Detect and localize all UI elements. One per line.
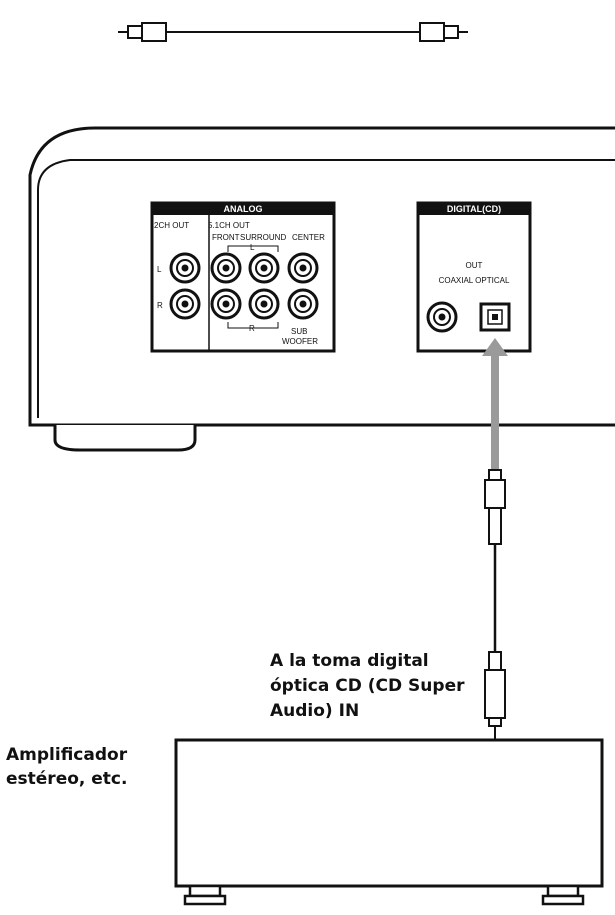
analog-center-label: CENTER (292, 233, 325, 242)
analog-2ch-label: 2CH OUT (154, 221, 189, 230)
analog-row-r: R (157, 301, 163, 310)
analog-woofer-label: WOOFER (282, 337, 318, 346)
rca-jack (169, 288, 201, 320)
digital-panel: DIGITAL(CD) OUT COAXIAL OPTICAL (416, 201, 532, 353)
rca-jack (248, 288, 280, 320)
analog-jacks (169, 252, 319, 320)
optical-cable-icon (118, 22, 468, 42)
rca-jack (248, 252, 280, 284)
jack-label-line-2: óptica CD (CD Super (270, 676, 465, 696)
optical-cable (484, 469, 506, 740)
jack-label-line-1: A la toma digital (270, 651, 429, 671)
rca-jack (287, 288, 319, 320)
digital-coaxial-optical-label: COAXIAL OPTICAL (439, 276, 510, 285)
amplifier-label-line-1: Amplificador (6, 745, 128, 765)
rca-jack (287, 252, 319, 284)
coaxial-jack (426, 301, 458, 333)
device-foot (53, 425, 197, 452)
optical-jack (479, 302, 511, 332)
analog-surround-label: SURROUND (240, 233, 286, 242)
jack-label-line-3: Audio) IN (270, 701, 360, 721)
analog-sub-label: SUB (291, 327, 307, 336)
analog-51ch-label: 5.1CH OUT (208, 221, 250, 230)
digital-out-label: OUT (466, 261, 483, 270)
amplifier-box (174, 738, 604, 906)
analog-front-label: FRONT (212, 233, 240, 242)
connection-arrow (482, 338, 508, 470)
analog-l-marker: L (250, 243, 255, 252)
rca-jack (210, 288, 242, 320)
analog-row-l: L (157, 265, 162, 274)
rca-jack (210, 252, 242, 284)
analog-title: ANALOG (224, 204, 263, 214)
rca-jack (169, 252, 201, 284)
amplifier-label-line-2: estéreo, etc. (6, 769, 128, 789)
analog-r-marker: R (249, 324, 255, 333)
digital-title: DIGITAL(CD) (447, 204, 501, 214)
